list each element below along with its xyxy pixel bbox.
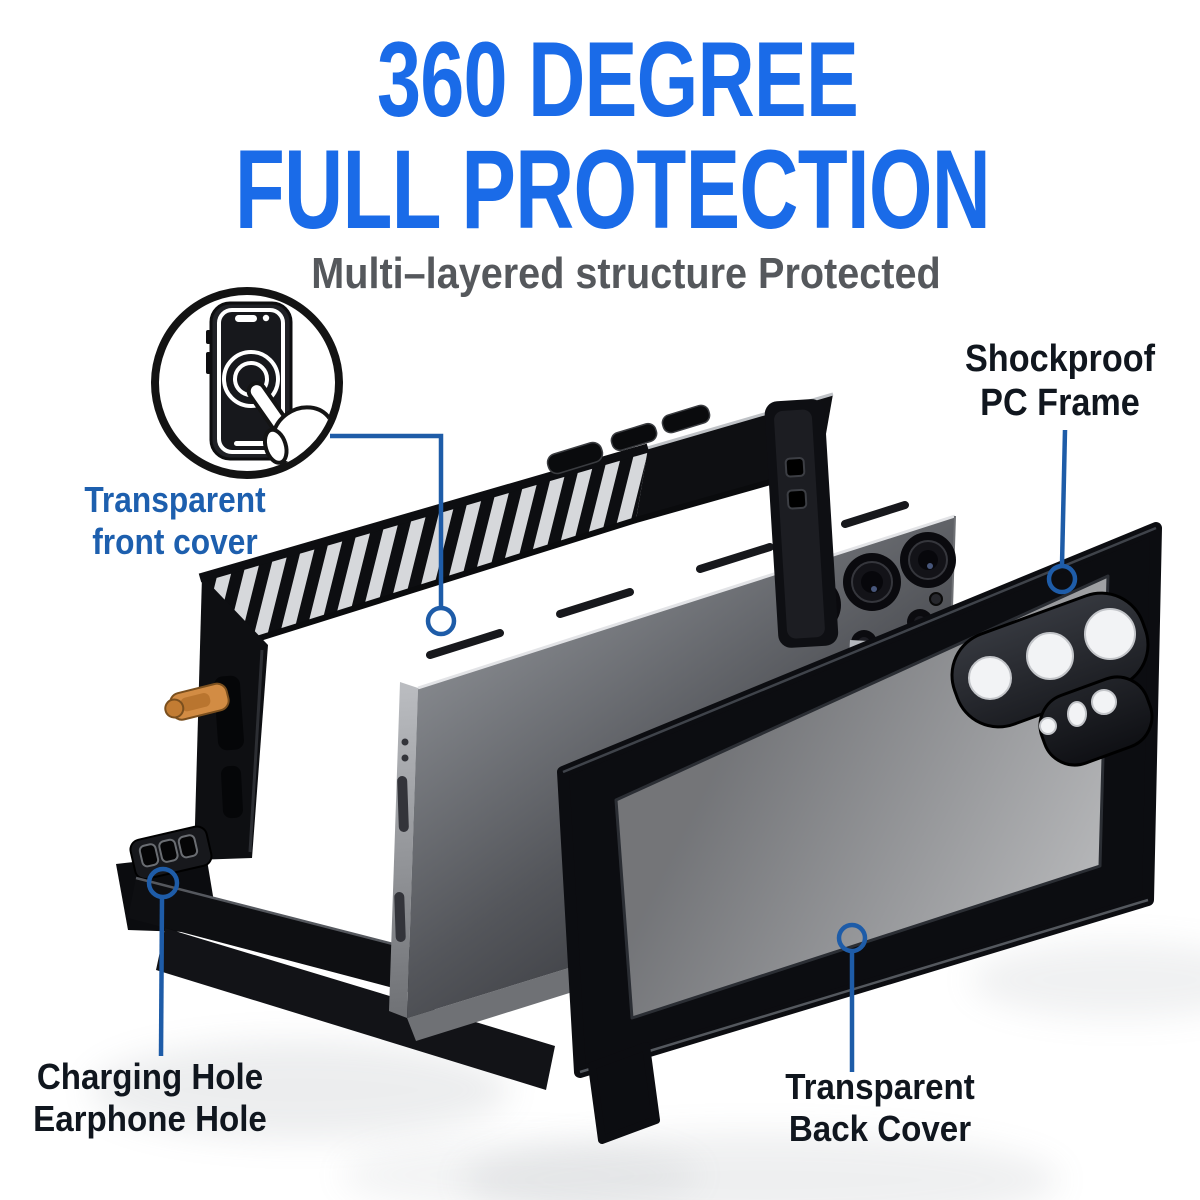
touch-phone-icon [151,287,343,479]
phone-side-details [394,738,409,942]
subtitle: Multi–layered structure Protected [311,249,941,298]
label-front-cover-line2: front cover [92,521,258,563]
label-back-cover: Transparent Back Cover [742,1066,1018,1150]
label-back-cover-line2: Back Cover [788,1108,972,1150]
callout-pc-frame [1046,429,1078,595]
case-top-buttons [546,404,711,475]
headline-line1: 360 DEGREE [376,19,859,139]
case-inner-slots [426,501,909,659]
label-pc-frame-line2: PC Frame [980,381,1140,424]
callout-charging [146,866,180,1057]
back-cover-graphic [557,522,1162,1144]
back-cover-tab [588,1042,660,1144]
label-back-cover-line1: Transparent [785,1066,975,1107]
callout-front-cover [330,433,457,637]
orange-plug [164,682,230,721]
callout-back-cover [836,922,868,1072]
case-bottom-rails [128,876,555,1090]
camera-holes [968,608,1136,735]
camera-cutout-plate [950,591,1154,767]
label-front-cover-line1: Transparent [84,479,266,520]
label-charging-hole-line2: Earphone Hole [33,1098,267,1140]
case-right-rail [764,399,839,648]
ground-shadows [90,942,1200,1200]
callout-lines [146,429,1078,1072]
label-pc-frame-line1: Shockproof [964,338,1156,380]
label-front-cover: Transparent front cover [43,479,307,564]
label-charging-hole: Charging Hole Earphone Hole [12,1056,288,1140]
label-charging-hole-line1: Charging Hole [36,1056,264,1097]
label-pc-frame: Shockproof PC Frame [925,338,1195,425]
headline-line2: FULL PROTECTION [234,127,991,252]
